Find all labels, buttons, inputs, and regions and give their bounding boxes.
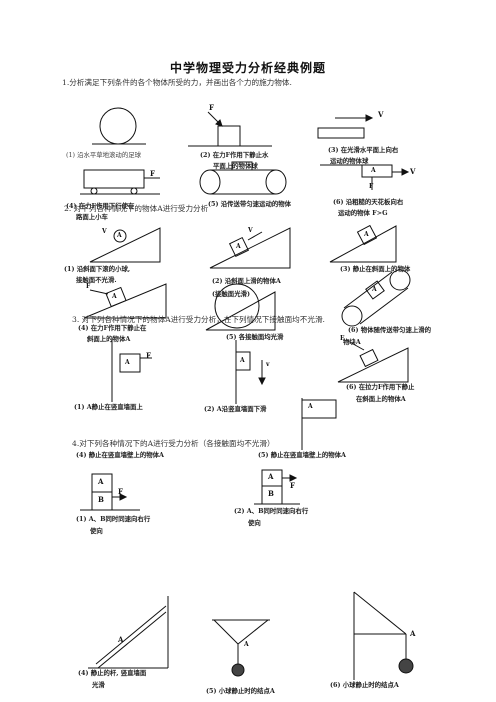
q1-caption-4b: 路面上小车 (76, 213, 108, 221)
question-4-prompt: 4.对下列各种情况下的A进行受力分析（各接触面均不光滑） (72, 439, 275, 448)
q2-ball-walls-figure (205, 283, 276, 331)
q2-caption-1a: (1) 沿斜面下滚的小球, (64, 265, 131, 273)
q2-force-label-A: A (112, 293, 117, 300)
q4-block1-label-F: F (118, 487, 123, 496)
q1-caption-5: (5) 沿传送带匀速运动的物体 (208, 200, 292, 208)
q1-label-V: V (378, 110, 384, 119)
q4-caption-4: (4) 静止在竖直墙壁上的物体A (76, 451, 164, 459)
q4-stacked-blocks-1-figure (80, 473, 140, 511)
q1-conveyor-figure (199, 161, 287, 195)
q4-caption-2b: 使向 (248, 519, 261, 527)
q4-block1-label-A: A (98, 477, 104, 486)
q4-caption-2a: (2) A、B同时同速向右行 (234, 507, 309, 515)
q1-ceiling-block-figure (320, 164, 410, 190)
q4-caption-4a: (4) 静止的杆, 竖直墙面 (78, 669, 147, 677)
q2-incline-ball-figure (89, 227, 161, 263)
q1-cart-label-F: F (150, 169, 155, 178)
q3-slide-label-v: v (266, 361, 270, 368)
q3-caption-6b: 在斜面上的物体A (356, 395, 406, 403)
q3-caption-2: (2) A沿竖直墙面下滑 (204, 405, 267, 413)
q1-caption-4a: (4) 在力F作用下行使在 (66, 202, 135, 210)
q2-caption-5: (5) 各接触面均光滑 (226, 333, 284, 341)
q4-caption-6b: (6) 小球静止时的结点A (330, 681, 399, 689)
q4-caption-1b: 使向 (90, 527, 103, 535)
q3-extra-label-A: A (308, 403, 313, 410)
q3-slide-label-A: A (240, 357, 245, 364)
q3-incline-label-F: F (340, 335, 345, 342)
q2-caption-6b: 物块A (343, 338, 361, 346)
q1-caption-1: (1) 沿水平草地滚动的足球 (66, 151, 141, 159)
q1-cart-figure (80, 169, 160, 195)
q1-caption-6a: (6) 沿粗糙的天花板向右 (333, 198, 404, 206)
q3-incline-pulled-figure (337, 339, 409, 383)
page-title: 中学物理受力分析经典例题 (170, 61, 327, 75)
q2-block-label-A: A (236, 243, 241, 250)
q2-block-label-V: V (248, 227, 253, 234)
q4-knot-label-A: A (244, 641, 249, 648)
q3-label-A: A (125, 359, 130, 366)
q4-hanging-ball-2-figure (212, 619, 270, 677)
q2-incline-block-up-figure (209, 227, 291, 269)
q3-wall-slide-figure (235, 340, 266, 404)
q2-conveyor-label-A: A (372, 286, 377, 293)
q1-ceiling-label-F: F (369, 183, 374, 190)
q1-caption-3a: (3) 在光滑水平面上向右 (328, 146, 399, 154)
q2-incline-block-rest-figure (329, 224, 397, 263)
q1-ceiling-label-V: V (410, 167, 416, 176)
q1-block-label-A: A (371, 167, 376, 174)
q1-caption-2a: (2) 在力F作用下静止水 (200, 151, 269, 159)
q2-caption-6a: (6) 物体随传送带匀速上滑的 (348, 326, 432, 334)
q4-block2-label-F: F (290, 481, 295, 490)
q2-caption-3: (3) 静止在斜面上的物体 (340, 265, 411, 273)
q1-box-force-figure (188, 111, 272, 147)
q4-leaning-rod-figure (88, 596, 169, 669)
q1-ball-figure (92, 107, 146, 145)
q4-block2-label-B: B (268, 489, 274, 498)
question-1-prompt: 1.分析满足下列条件的各个物体所受的力，并画出各个力的施力物体. (62, 78, 292, 87)
q2-incline-conveyor-figure (341, 269, 411, 327)
q4-hanging-ball-strut-figure (353, 591, 414, 680)
q4-caption-4b: 光滑 (92, 681, 105, 689)
q2-caption-4b: 斜面上的物体A (87, 335, 131, 343)
q2-ball-label-A: A (117, 232, 122, 239)
q4-block2-label-A: A (268, 472, 274, 481)
q2-rest-label-A: A (364, 231, 369, 238)
q2-caption-1b: 接触面不光滑. (76, 276, 117, 284)
q1-caption-3b: 运动的物体球 (330, 157, 369, 165)
q3-label-F: F (146, 351, 151, 360)
q3-caption-6a: (6) 在拉力F作用下静止 (346, 383, 415, 391)
q2-force-label-F: F (86, 283, 91, 290)
q4-stacked-blocks-2-figure (254, 469, 300, 505)
question-2-prompt: 2. 对下列各种情况下的物体A进行受力分析 (64, 204, 209, 213)
question-3-prompt: 3. 对下列各种情况下的物体A进行受力分析，在下列情况下接触面均不光滑. (72, 315, 325, 324)
q2-caption-2a: (2) 沿斜面上滑的物体A (212, 277, 281, 285)
q2-label-V: V (102, 228, 107, 235)
q4-caption-5: (5) 静止在竖直墙壁上的物体A (258, 451, 346, 459)
q1-moving-line-figure (317, 114, 374, 139)
q1-label-F: F (209, 103, 214, 112)
q3-extra-block-figure (301, 398, 337, 450)
q3-wall-block-figure (111, 338, 152, 402)
q4-block1-label-B: B (98, 495, 104, 504)
q2-incline-force-figure (83, 283, 167, 319)
q4-rod-label-A: A (118, 635, 124, 644)
q1-caption-2b: 平面上的物体球 (213, 162, 258, 170)
q4-caption-1a: (1) A、B同时同速向右行 (76, 515, 151, 523)
q2-caption-2b: (接触面光滑) (212, 290, 251, 298)
q2-caption-4a: (4) 在力F作用下静止在 (78, 324, 147, 332)
q4-strut-label-A: A (410, 629, 416, 638)
q3-caption-1: (1) A静止在竖直墙面上 (74, 403, 143, 411)
q1-caption-6b: 运动的物体 F>G (338, 209, 388, 217)
q4-caption-5b: (5) 小球静止时的结点A (206, 687, 275, 695)
